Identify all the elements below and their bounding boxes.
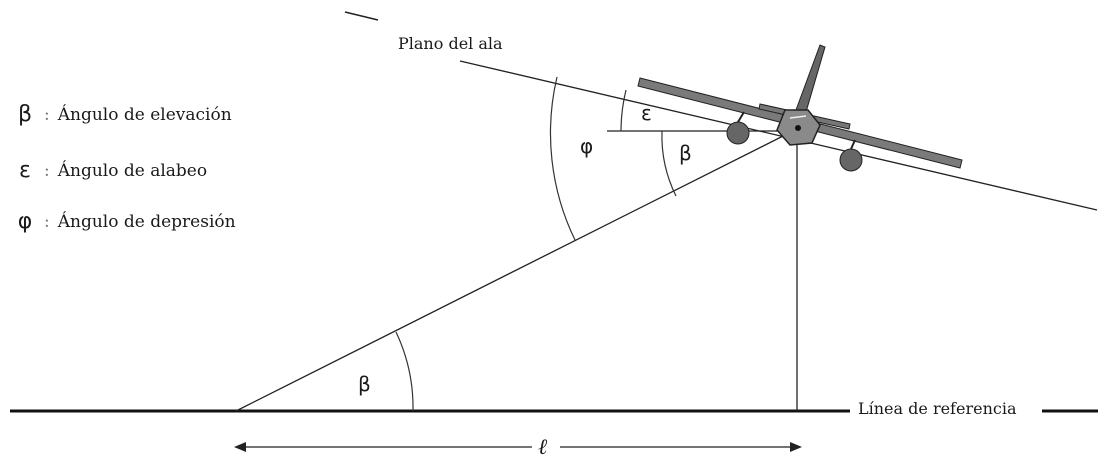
epsilon-angle-label: ε [641,101,652,125]
beta-aircraft-angle-label: β [679,141,692,165]
phi-symbol: φ [17,209,33,234]
arc-beta-aircraft [661,130,677,197]
arc-epsilon [620,89,627,132]
beta-symbol: β [17,102,33,127]
arrowhead-right [790,442,802,452]
arrowhead-left [234,442,246,452]
legend-text-elevation: Ángulo de elevación [57,104,232,125]
wing-plane-label: Plano del ala [398,34,503,53]
top-dash [344,11,379,21]
distance-label: ℓ [538,435,548,460]
arc-beta-ground [395,331,414,412]
legend-item-depression: φ : Ángulo de depresión [14,209,236,234]
legend-text-depression: Ángulo de depresión [57,211,236,232]
legend-text-roll: Ángulo de alabeo [57,160,208,181]
aircraft-icon [637,44,963,172]
legend-item-roll: ε : Ángulo de alabeo [14,158,207,183]
beta-ground-angle-label: β [358,372,371,396]
legend-item-elevation: β : Ángulo de elevación [14,102,232,127]
reference-line-label: Línea de referencia [858,399,1017,418]
line-of-sight [235,129,796,412]
arc-phi [549,76,576,241]
wing-plane-line [459,60,1098,211]
phi-angle-label: φ [580,134,594,158]
epsilon-symbol: ε [19,158,31,183]
